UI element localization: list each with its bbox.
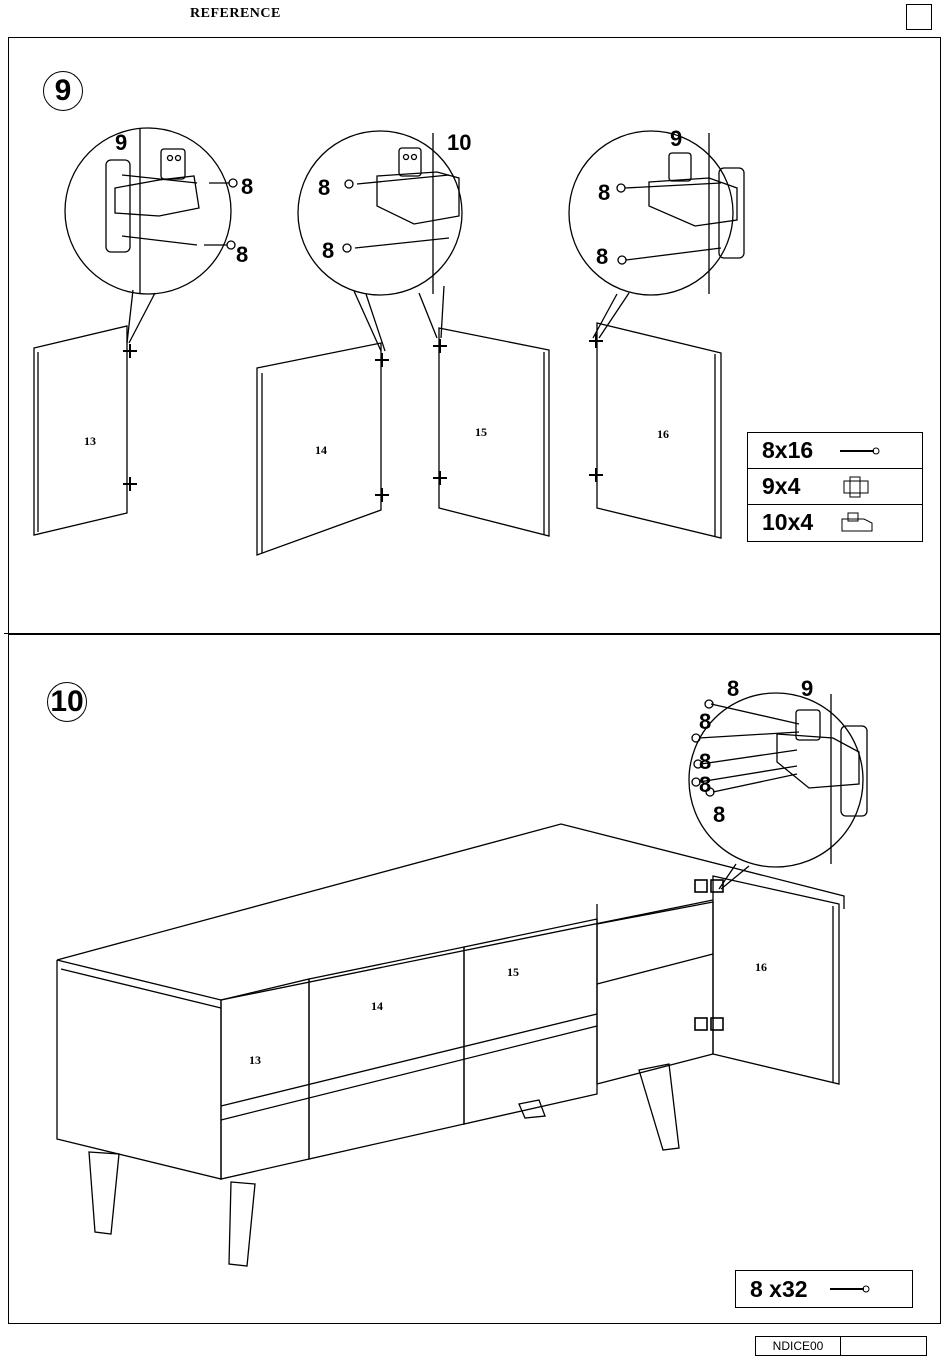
step-10-parts-legend: 8 x32 (735, 1270, 913, 1308)
legend-row-hinge-plate: 9x4 (748, 469, 922, 505)
panel-16-label-step10: 16 (755, 960, 767, 974)
step-divider (4, 633, 941, 634)
step-9-illustration: 9 8 8 10 8 8 9 8 8 13 14 15 16 (9, 38, 942, 636)
screw-icon (826, 1277, 872, 1301)
detail-middle-screw-bottom: 8 (322, 238, 334, 263)
step-10-panel: 10 (8, 634, 941, 1324)
panel-13-label: 13 (84, 434, 96, 448)
legend-label-9x4: 9x4 (762, 473, 800, 500)
detail-label-screw-1: 8 (727, 676, 739, 701)
legend-label-8x16: 8x16 (762, 437, 813, 464)
door-16 (713, 876, 839, 1084)
panel-13-shape (34, 326, 127, 535)
panel-16-label: 16 (657, 427, 669, 441)
panel-15-shape (439, 328, 549, 536)
detail-right-screw-top: 8 (598, 180, 610, 205)
detail-label-screw-3: 8 (699, 749, 711, 774)
leg-front-right (229, 1182, 255, 1266)
door-13 (221, 979, 309, 1179)
door-14 (309, 947, 464, 1159)
cabinet-top (57, 824, 844, 960)
detail-circle-middle (298, 131, 462, 295)
detail-label-plate: 9 (801, 676, 813, 701)
panel-15-label-step10: 15 (507, 965, 519, 979)
detail-left-screw-bottom: 8 (236, 242, 248, 267)
reference-label: REFERENCE (190, 6, 281, 22)
legend-row-hinge: 10x4 (748, 505, 922, 541)
leg-back-right (639, 1064, 679, 1150)
leg-front-left (89, 1152, 119, 1234)
page-corner-box (906, 4, 932, 30)
door-15 (464, 919, 597, 1124)
cabinet-left-side (57, 960, 221, 1179)
step-9-panel: 9 (8, 37, 941, 635)
step-9-parts-legend: 8x16 9x4 10x4 (747, 432, 923, 542)
detail-right-screw-bottom: 8 (596, 244, 608, 269)
panel-13-label-step10: 13 (249, 1053, 261, 1067)
panel-14-label: 14 (315, 443, 327, 457)
detail-label-screw-5: 8 (713, 802, 725, 827)
detail-middle-screw-top: 8 (318, 175, 330, 200)
detail-left-plate-label: 9 (115, 130, 127, 155)
panel-14-label-step10: 14 (371, 999, 383, 1013)
footer-code: NDICE00 (756, 1337, 841, 1355)
hinge-icon (836, 511, 882, 535)
detail-left-screw-top: 8 (241, 174, 253, 199)
detail-label-screw-2: 8 (699, 709, 711, 734)
detail-middle-plate-label: 10 (447, 130, 471, 155)
panel-15-label: 15 (475, 425, 487, 439)
detail-circle-left (65, 128, 231, 294)
legend-label-10x4: 10x4 (762, 509, 813, 536)
legend-row-screw: 8x16 (748, 433, 922, 469)
detail-right-plate-label: 9 (670, 126, 682, 151)
step-10-illustration: 8 9 8 8 8 8 13 14 15 16 (9, 634, 942, 1324)
hinge-plate-icon (836, 475, 882, 499)
detail-label-screw-4: 8 (699, 772, 711, 797)
screw-icon (836, 439, 882, 463)
footer-box: NDICE00 (755, 1336, 927, 1356)
legend-label-8x32: 8 x32 (750, 1276, 808, 1303)
